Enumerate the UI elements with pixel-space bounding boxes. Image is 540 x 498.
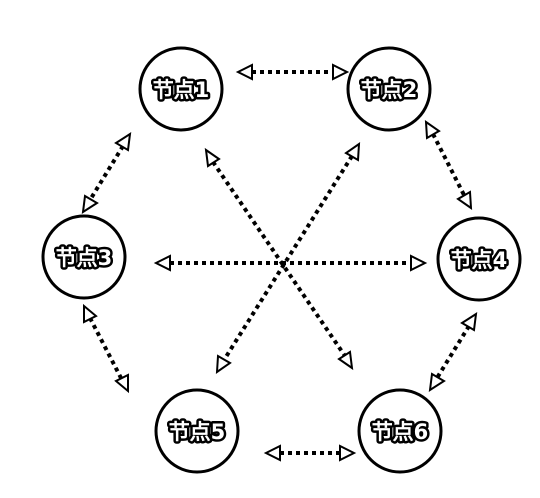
edge-n5-n6-arrow-end xyxy=(339,444,357,462)
edge-n3-n5-arrow-start xyxy=(83,303,98,324)
edge-n4-n6-arrow-end xyxy=(428,372,446,392)
edge-n3-n5 xyxy=(83,303,129,394)
node-2-circle xyxy=(346,46,432,132)
node-1-label: 节点1 xyxy=(153,78,210,102)
edge-n1-n6-arrow-start xyxy=(204,147,221,168)
edge-n2-n4-line xyxy=(431,133,466,196)
edge-n1-n3-arrow-start xyxy=(114,132,132,152)
edge-n2-n5-arrow-start xyxy=(344,142,361,162)
edge-n3-n4-arrow-start xyxy=(153,254,171,272)
edge-n2-n5-arrow-end xyxy=(215,354,232,374)
edge-n1-n6-arrow-end xyxy=(337,350,354,371)
edge-n3-n4-arrow-end xyxy=(410,254,428,272)
edge-n5-n6 xyxy=(263,444,357,462)
edge-n2-n4-arrow-end xyxy=(456,190,473,210)
edge-n4-n6-arrow-start xyxy=(460,312,478,332)
edge-n1-n2 xyxy=(235,63,350,81)
edge-n1-n3-line xyxy=(88,144,125,202)
node-4: 节点4 xyxy=(436,216,522,302)
edge-n4-n6-line xyxy=(435,324,471,380)
edge-n5-n6-arrow-start xyxy=(263,444,281,462)
node-3: 节点3 xyxy=(41,214,127,300)
node-1-circle xyxy=(138,46,224,132)
edge-n2-n4 xyxy=(424,120,473,210)
edge-n1-n6 xyxy=(204,147,354,371)
edge-n2-n4-arrow-start xyxy=(424,120,441,140)
edge-n1-n6-line xyxy=(211,160,347,358)
node-2: 节点2 xyxy=(346,46,432,132)
node-4-circle xyxy=(436,216,522,302)
nodes-layer: 节点1 节点2 节点3 节点4 节点5 节点6 xyxy=(41,46,522,474)
node-3-label: 节点3 xyxy=(56,246,113,270)
edge-n3-n4 xyxy=(153,254,428,272)
edge-n2-n5 xyxy=(215,142,361,374)
node-5-circle xyxy=(154,388,240,474)
node-4-label: 节点4 xyxy=(451,248,508,272)
node-6-circle xyxy=(357,388,443,474)
edge-n1-n2-arrow-end xyxy=(332,63,350,81)
edge-n1-n2-arrow-start xyxy=(235,63,253,81)
node-6: 节点6 xyxy=(357,388,443,474)
node-5-label: 节点5 xyxy=(169,420,226,444)
edge-n3-n5-line xyxy=(88,317,123,379)
node-5: 节点5 xyxy=(154,388,240,474)
node-3-circle xyxy=(41,214,127,300)
edge-n3-n5-arrow-end xyxy=(114,373,129,394)
node-1: 节点1 xyxy=(138,46,224,132)
node-2-label: 节点2 xyxy=(361,78,418,102)
edge-n1-n3 xyxy=(81,132,132,214)
edges-layer xyxy=(81,63,478,462)
edge-n4-n6 xyxy=(428,312,478,392)
edge-n1-n3-arrow-end xyxy=(81,194,99,214)
node-6-label: 节点6 xyxy=(372,420,429,444)
edge-n2-n5-line xyxy=(222,154,354,362)
